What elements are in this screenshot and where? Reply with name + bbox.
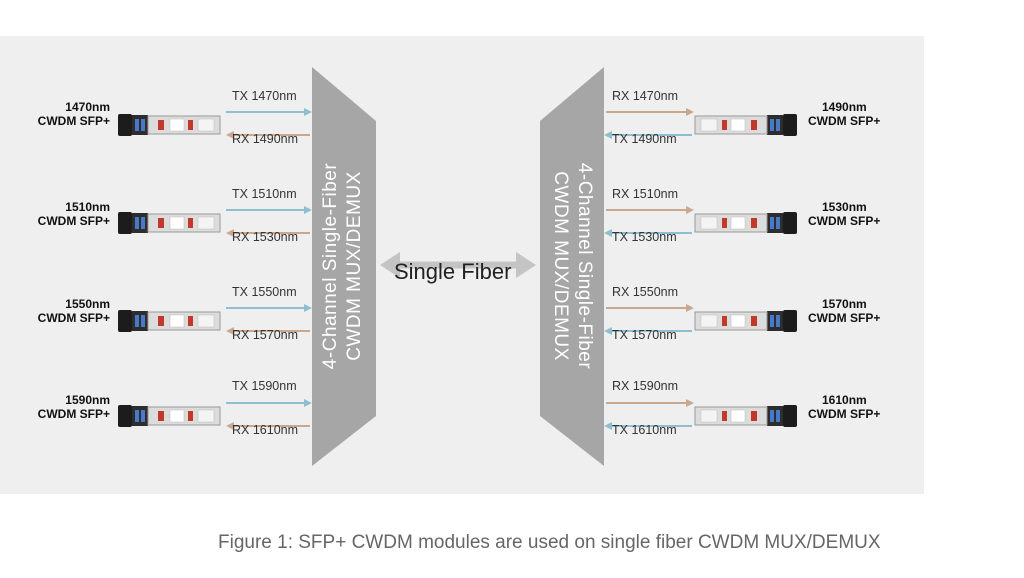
module-type: CWDM SFP+ bbox=[808, 407, 881, 421]
left-sfp-module bbox=[118, 310, 221, 332]
tx-label: TX 1490nm bbox=[612, 132, 677, 146]
diagram-panel: 4-Channel Single-Fiber CWDM MUX/DEMUX 4-… bbox=[0, 36, 924, 494]
rx-label: RX 1570nm bbox=[232, 328, 299, 342]
rx-label: RX 1490nm bbox=[232, 132, 299, 146]
rx-label: RX 1550nm bbox=[612, 285, 679, 299]
figure-caption: Figure 1: SFP+ CWDM modules are used on … bbox=[218, 532, 881, 553]
module-type: CWDM SFP+ bbox=[808, 114, 881, 128]
right-mux-label-line2: CWDM MUX/DEMUX bbox=[550, 171, 571, 361]
module-type: CWDM SFP+ bbox=[37, 114, 110, 128]
left-module-label: 1550nm CWDM SFP+ bbox=[20, 297, 110, 325]
rx-label: RX 1610nm bbox=[232, 423, 299, 437]
left-sfp-module bbox=[118, 114, 221, 136]
right-sfp-module bbox=[694, 114, 797, 136]
left-mux-demux bbox=[312, 67, 376, 466]
right-sfp-module bbox=[694, 212, 797, 234]
module-wavelength: 1510nm bbox=[65, 200, 110, 214]
right-module-label: 1530nm CWDM SFP+ bbox=[808, 200, 898, 228]
module-type: CWDM SFP+ bbox=[37, 311, 110, 325]
module-wavelength: 1610nm bbox=[822, 393, 867, 407]
rx-label: RX 1530nm bbox=[232, 230, 299, 244]
left-module-label: 1510nm CWDM SFP+ bbox=[20, 200, 110, 228]
right-mux-demux bbox=[540, 67, 604, 466]
module-wavelength: 1590nm bbox=[65, 393, 110, 407]
left-sfp-module bbox=[118, 405, 221, 427]
right-sfp-module bbox=[694, 310, 797, 332]
tx-label: TX 1570nm bbox=[612, 328, 677, 342]
left-mux-label-line1: 4-Channel Single-Fiber bbox=[320, 162, 341, 370]
tx-label: TX 1530nm bbox=[612, 230, 677, 244]
right-mux-label-line1: 4-Channel Single-Fiber bbox=[574, 162, 595, 370]
right-module-label: 1610nm CWDM SFP+ bbox=[808, 393, 898, 421]
tx-label: TX 1470nm bbox=[232, 89, 297, 103]
single-fiber-arrow bbox=[380, 252, 536, 278]
module-type: CWDM SFP+ bbox=[808, 311, 881, 325]
left-sfp-module bbox=[118, 212, 221, 234]
tx-label: TX 1610nm bbox=[612, 423, 677, 437]
left-module-label: 1470nm CWDM SFP+ bbox=[20, 100, 110, 128]
module-wavelength: 1570nm bbox=[822, 297, 867, 311]
diagram-canvas bbox=[118, 67, 797, 466]
rx-label: RX 1510nm bbox=[612, 187, 679, 201]
left-mux-label: 4-Channel Single-Fiber CWDM MUX/DEMUX bbox=[319, 163, 367, 369]
single-fiber-label: Single Fiber bbox=[394, 259, 512, 284]
module-type: CWDM SFP+ bbox=[808, 214, 881, 228]
module-wavelength: 1470nm bbox=[65, 100, 110, 114]
module-wavelength: 1550nm bbox=[65, 297, 110, 311]
right-sfp-module bbox=[694, 405, 797, 427]
tx-label: TX 1590nm bbox=[232, 379, 297, 393]
rx-label: RX 1470nm bbox=[612, 89, 679, 103]
tx-label: TX 1510nm bbox=[232, 187, 297, 201]
tx-label: TX 1550nm bbox=[232, 285, 297, 299]
right-module-label: 1570nm CWDM SFP+ bbox=[808, 297, 898, 325]
left-mux-label-line2: CWDM MUX/DEMUX bbox=[344, 171, 365, 361]
module-type: CWDM SFP+ bbox=[37, 214, 110, 228]
right-mux-label: 4-Channel Single-Fiber CWDM MUX/DEMUX bbox=[548, 163, 596, 369]
right-module-label: 1490nm CWDM SFP+ bbox=[808, 100, 898, 128]
left-module-label: 1590nm CWDM SFP+ bbox=[20, 393, 110, 421]
module-type: CWDM SFP+ bbox=[37, 407, 110, 421]
module-wavelength: 1490nm bbox=[822, 100, 867, 114]
rx-label: RX 1590nm bbox=[612, 379, 679, 393]
module-wavelength: 1530nm bbox=[822, 200, 867, 214]
